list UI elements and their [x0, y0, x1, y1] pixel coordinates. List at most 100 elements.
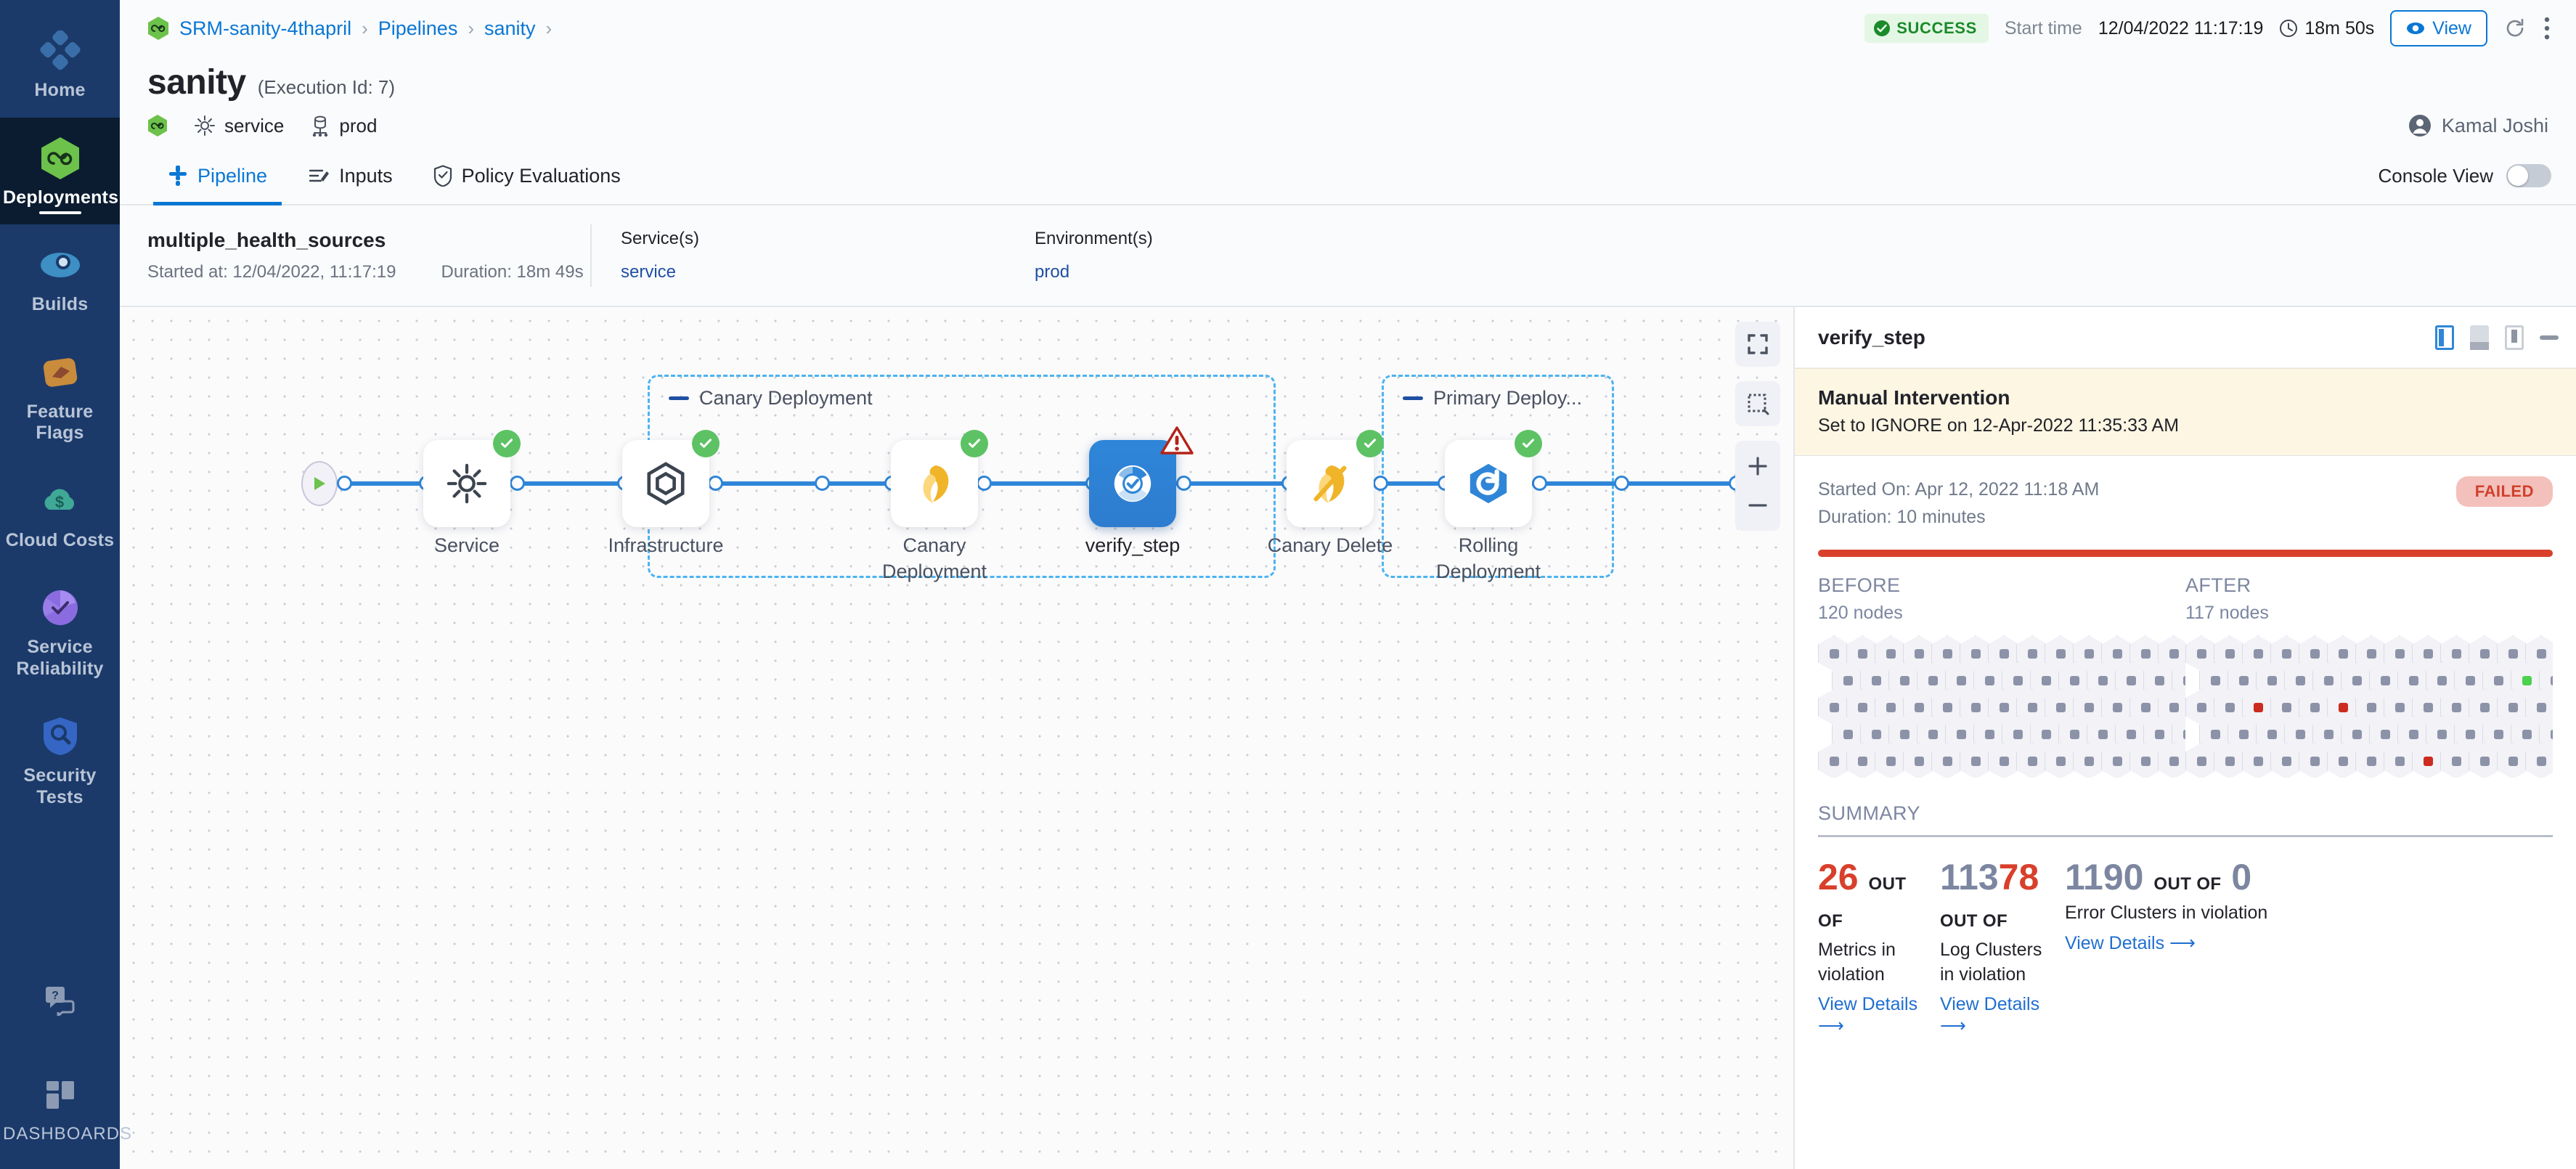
- sidebar-item-service-reliability[interactable]: Service Reliability: [0, 567, 120, 696]
- sidebar-item-label: Builds: [31, 294, 89, 314]
- node-hex-dot: [2295, 729, 2305, 739]
- before-hex-grid[interactable]: [1818, 635, 2185, 778]
- breadcrumb-item-pipelines[interactable]: Pipelines: [378, 17, 458, 39]
- before-title: BEFORE: [1818, 574, 1901, 596]
- manual-intervention-banner: Manual Intervention Set to IGNORE on 12-…: [1795, 368, 2576, 456]
- node-box[interactable]: [423, 430, 521, 527]
- stat-description: Error Clusters in violation: [2065, 903, 2268, 923]
- play-icon: [314, 477, 325, 490]
- environment-chip-label: prod: [339, 114, 378, 137]
- node-hex-dot: [2550, 675, 2553, 685]
- collapse-dash-icon[interactable]: [669, 396, 689, 400]
- panel-right-icon[interactable]: [2435, 325, 2454, 350]
- services-header: Service(s): [621, 229, 700, 248]
- sidebar-item-help[interactable]: ?: [0, 960, 120, 1054]
- link-label: View Details: [2065, 933, 2165, 953]
- console-view-switch[interactable]: [2506, 164, 2551, 187]
- select-region-icon[interactable]: [1735, 381, 1780, 426]
- page-title: sanity: [147, 63, 246, 102]
- node-hex-dot: [2169, 756, 2179, 766]
- node-hex-dot: [2182, 675, 2185, 685]
- sidebar-item-security-tests[interactable]: Security Tests: [0, 696, 120, 824]
- node-hex-dot: [2013, 675, 2023, 685]
- sidebar-item-deployments[interactable]: Deployments: [0, 117, 120, 224]
- title-bar: sanity (Execution Id: 7) service prod Ka…: [120, 57, 2576, 147]
- breadcrumb-item-project[interactable]: SRM-sanity-4thapril: [179, 17, 352, 39]
- node-hex-dot: [2536, 702, 2546, 712]
- stat-outof-label: OUT OF: [1818, 874, 1907, 931]
- sidebar-item-dashboards[interactable]: DASHBOARDS: [0, 1054, 133, 1169]
- user-menu[interactable]: Kamal Joshi: [2408, 114, 2548, 137]
- tab-pipeline[interactable]: Pipeline: [147, 147, 288, 205]
- minimize-icon[interactable]: [2540, 335, 2559, 340]
- pipeline-canvas[interactable]: Canary Deployment Primary Deploy...: [120, 307, 1793, 1169]
- gear-icon: [195, 115, 215, 136]
- node-hex-dot: [2196, 648, 2206, 659]
- node-hex-dot: [2210, 675, 2220, 685]
- console-view-toggle[interactable]: Console View: [2378, 147, 2551, 204]
- breadcrumb-item-sanity[interactable]: sanity: [484, 17, 536, 39]
- node-hex-dot: [1871, 729, 1881, 739]
- node-hex-dot: [2338, 648, 2348, 659]
- run-summary-row: Started On: Apr 12, 2022 11:18 AM Durati…: [1818, 476, 2553, 531]
- services-value[interactable]: service: [621, 262, 677, 282]
- sidebar-item-feature-flags[interactable]: Feature Flags: [0, 332, 120, 460]
- node-hex-dot: [2281, 648, 2291, 659]
- node-hex-dot: [2196, 756, 2206, 766]
- service-chip[interactable]: service: [194, 115, 284, 137]
- panel-float-icon[interactable]: [2505, 325, 2524, 350]
- node-hex-dot: [2394, 648, 2405, 659]
- stat-value: 113: [1940, 857, 1999, 897]
- stat-view-details-link[interactable]: View Details ⟶: [2065, 933, 2196, 953]
- tab-policy-evaluations[interactable]: Policy Evaluations: [413, 147, 641, 204]
- pipeline-start-node[interactable]: [301, 461, 338, 506]
- node-hex-dot: [2394, 756, 2405, 766]
- node-box[interactable]: [1445, 430, 1542, 527]
- node-hex-dot: [2140, 756, 2151, 766]
- panel-bottom-icon[interactable]: [2470, 325, 2489, 350]
- sidebar-item-label: DASHBOARDS: [3, 1123, 133, 1144]
- sidebar-item-home[interactable]: Home: [0, 10, 120, 118]
- node-hex-dot: [2027, 702, 2037, 712]
- sidebar-item-label: Feature Flags: [26, 401, 94, 444]
- content-area: Canary Deployment Primary Deploy...: [120, 307, 2576, 1169]
- duration-display: 18m 50s: [2279, 18, 2374, 39]
- node-hex-dot: [1914, 648, 1924, 659]
- zoom-in-icon[interactable]: [1735, 447, 1780, 486]
- refresh-icon[interactable]: [2503, 17, 2527, 40]
- sidebar-item-label: Service Reliability: [16, 637, 104, 679]
- zoom-out-icon[interactable]: [1735, 486, 1780, 525]
- node-hex-dot: [2394, 702, 2405, 712]
- node-box[interactable]: [1089, 426, 1194, 527]
- manual-intervention-title: Manual Intervention: [1818, 386, 2010, 409]
- environment-chip[interactable]: prod: [310, 114, 377, 137]
- node-hex-dot: [2295, 675, 2305, 685]
- node-hex-dot: [1857, 702, 1867, 712]
- stat-outof-label: OUT OF: [2153, 874, 2222, 894]
- switch-knob: [2508, 166, 2528, 186]
- svg-text:$: $: [54, 493, 63, 511]
- feature-flags-icon: [3, 351, 117, 394]
- node-hex-dot: [2366, 648, 2376, 659]
- sidebar-item-label: Cloud Costs: [5, 529, 115, 550]
- node-hex-dot: [2338, 756, 2348, 766]
- environments-value[interactable]: prod: [1035, 262, 1070, 282]
- tab-inputs[interactable]: Inputs: [288, 147, 413, 204]
- panel-header: verify_step: [1795, 307, 2576, 368]
- after-hex-grid[interactable]: [2185, 635, 2553, 778]
- sidebar-item-builds[interactable]: Builds: [0, 224, 120, 332]
- collapse-dash-icon[interactable]: [1403, 396, 1423, 400]
- node-hex-dot: [1843, 675, 1853, 685]
- node-box[interactable]: [1287, 430, 1384, 527]
- stat-view-details-link[interactable]: View Details ⟶: [1940, 994, 2040, 1036]
- node-hex-dot: [2084, 702, 2094, 712]
- stat-view-details-link[interactable]: View Details ⟶: [1818, 994, 1918, 1036]
- fit-screen-icon[interactable]: [1735, 322, 1780, 367]
- more-vertical-icon[interactable]: [2543, 16, 2551, 41]
- node-hex-dot: [1871, 675, 1881, 685]
- view-button[interactable]: View: [2390, 10, 2487, 46]
- node-box[interactable]: [622, 430, 720, 527]
- node-hex-dot: [2253, 702, 2263, 712]
- node-box[interactable]: [891, 430, 988, 527]
- sidebar-item-cloud-costs[interactable]: $ Cloud Costs: [0, 460, 120, 568]
